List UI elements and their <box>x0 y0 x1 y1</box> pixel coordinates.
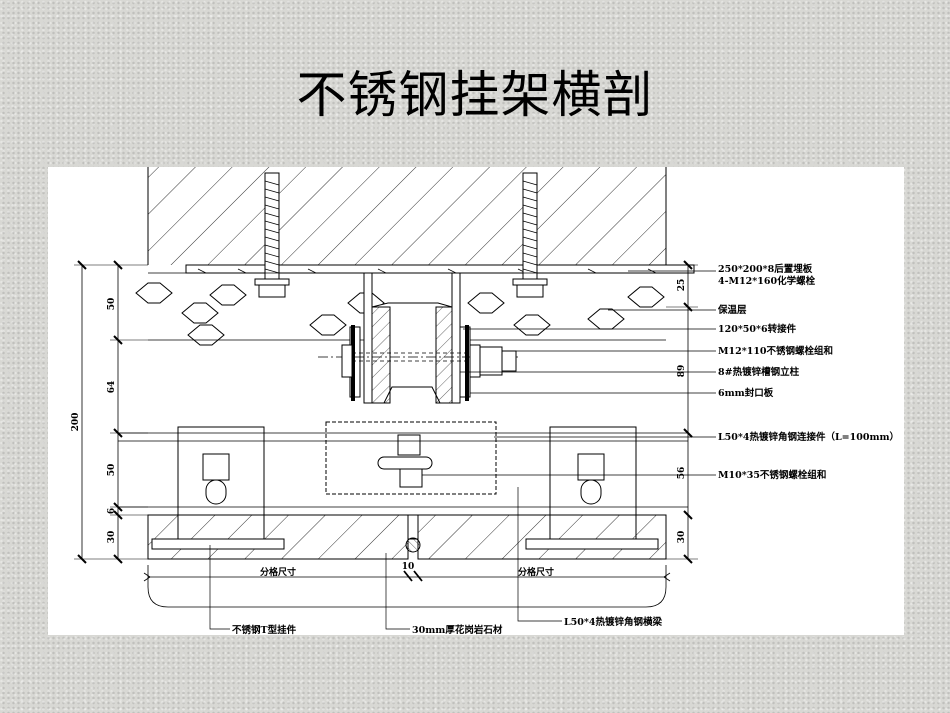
section-drawing: 200 50 64 50 6 30 25 89 56 30 250*200*8后… <box>71 167 899 635</box>
callout-seal-plate: 6mm封口板 <box>718 387 774 399</box>
dim-left-50-mid: 50 <box>107 464 117 477</box>
callout-m10-bolt: M10*35不锈钢螺栓组和 <box>718 469 826 481</box>
dim-left-50-top: 50 <box>107 298 117 311</box>
sealant-joint <box>405 514 421 553</box>
dim-left-6: 6 <box>107 508 117 514</box>
chemical-anchor-right <box>512 172 548 298</box>
dim-right-30: 30 <box>677 531 687 544</box>
joint-width-10: 10 <box>402 562 415 572</box>
grid-size-right: 分格尺寸 <box>518 566 554 578</box>
callout-embed-plate: 250*200*8后置埋板 <box>718 263 813 275</box>
dim-right-56: 56 <box>677 467 687 480</box>
grid-size-left: 分格尺寸 <box>260 566 296 578</box>
concrete-wall <box>147 167 667 265</box>
angle-connector-plate <box>325 421 497 495</box>
dim-left-30: 30 <box>107 531 117 544</box>
bottom-callout-leaders <box>209 487 562 630</box>
callout-m12-bolt: M12*110不锈钢螺栓组和 <box>718 345 833 357</box>
callout-insulation: 保温层 <box>717 304 747 316</box>
slide-title: 不锈钢挂架横剖 <box>296 66 654 124</box>
grid-size-arrows <box>143 570 671 582</box>
callout-granite: 30mm厚花岗岩石材 <box>412 624 503 635</box>
embed-plate <box>185 264 695 274</box>
right-callout-leaders <box>422 270 716 476</box>
callout-channel-column: 8#热镀锌槽钢立柱 <box>718 366 800 378</box>
dim-left-64: 64 <box>107 381 117 394</box>
chemical-anchor-left <box>254 172 290 298</box>
section-guidelines <box>118 432 688 508</box>
granite-panel-left <box>147 514 409 560</box>
granite-panel-right <box>417 514 667 560</box>
left-dimension-chain <box>74 260 148 564</box>
callout-adapter: 120*50*6转接件 <box>718 323 797 335</box>
drawing-panel: 200 50 64 50 6 30 25 89 56 30 250*200*8后… <box>48 167 904 635</box>
dim-total-200: 200 <box>71 413 81 432</box>
grid-baseline <box>147 565 667 608</box>
dim-right-25: 25 <box>677 279 687 292</box>
callout-angle-connector: L50*4热镀锌角钢连接件（L=100mm） <box>718 431 899 443</box>
callout-chemical-anchor: 4-M12*160化学螺栓 <box>718 275 816 287</box>
dim-right-89: 89 <box>677 365 687 378</box>
connector-bracket <box>349 272 471 404</box>
callout-t-hanger: 不锈钢T型挂件 <box>232 624 297 635</box>
callout-angle-beam: L50*4热镀锌角钢横梁 <box>564 616 662 628</box>
m12-bolt-assembly <box>318 344 518 378</box>
right-dimension-chain <box>666 260 698 564</box>
